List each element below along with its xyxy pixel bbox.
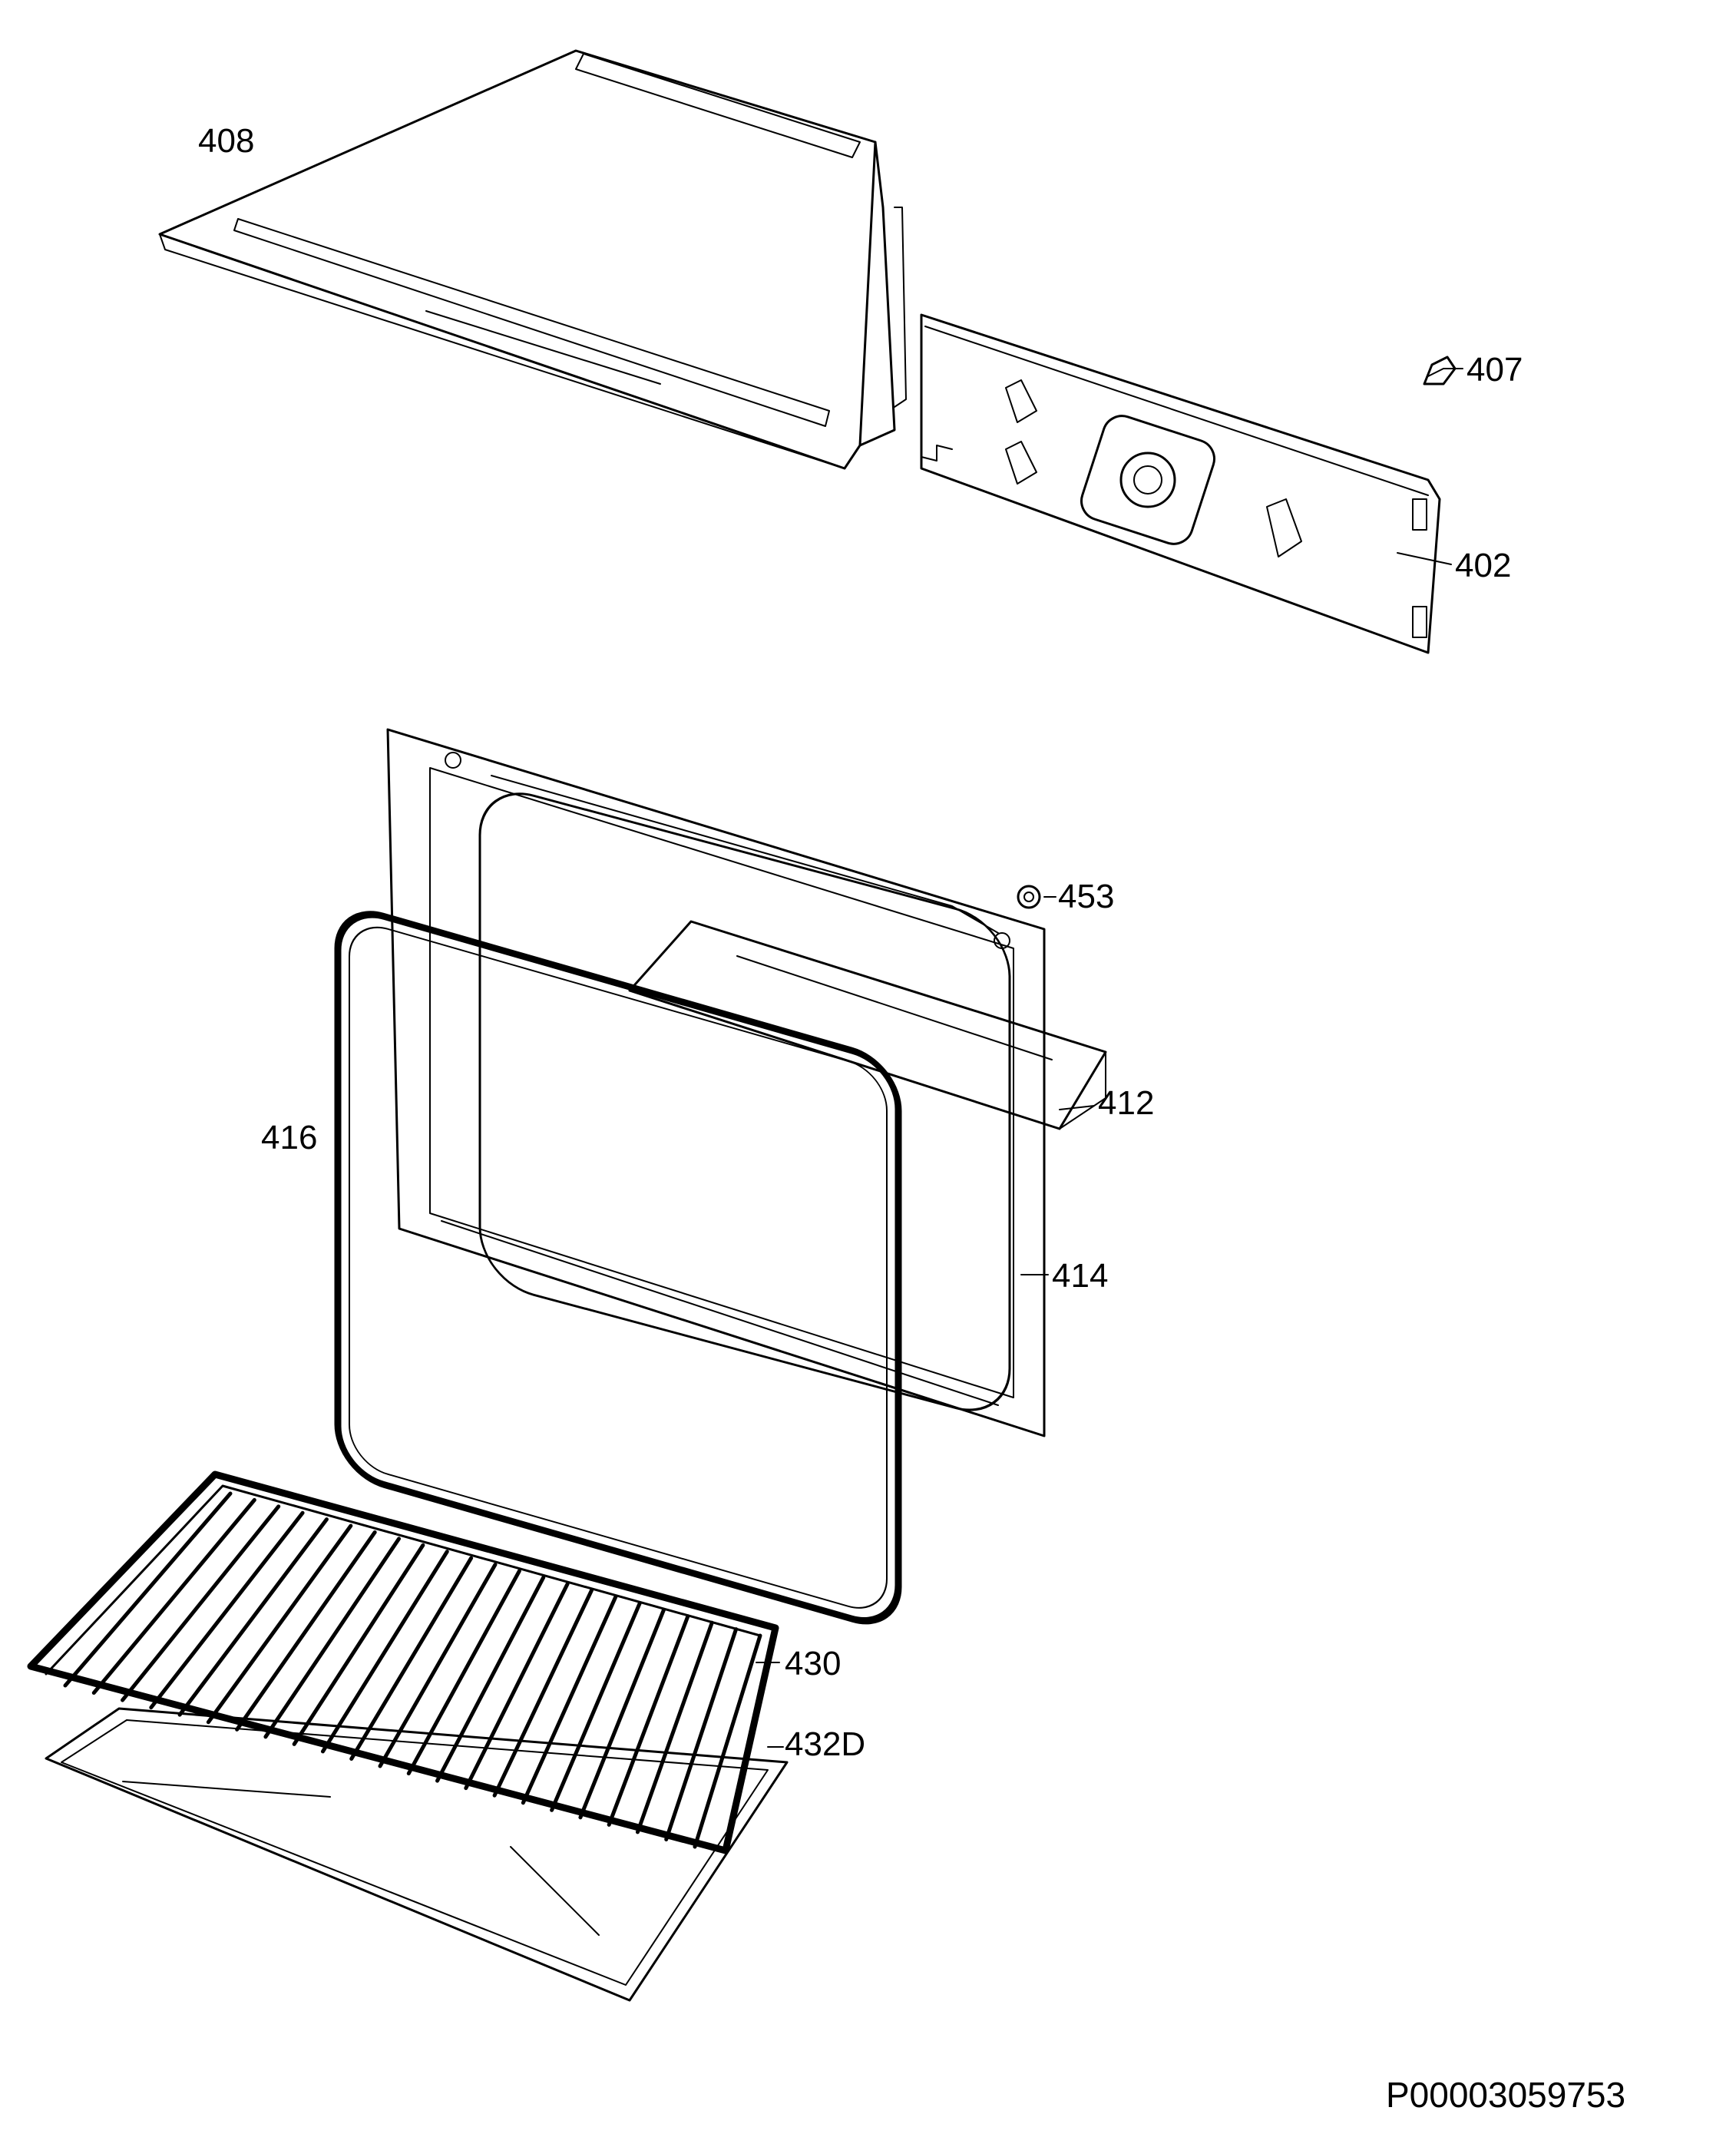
shelf-bar (578, 1607, 666, 1820)
label-412: 412 (1098, 1084, 1155, 1122)
shelf-bar (177, 1517, 329, 1717)
shelf-bar (635, 1620, 714, 1834)
shelf-bar (206, 1523, 353, 1725)
shelf-bar (121, 1504, 281, 1702)
shelf-bar (664, 1627, 739, 1841)
part-453-screw (1017, 885, 1041, 909)
label-432d: 432D (785, 1725, 866, 1763)
shelf-bar (550, 1601, 642, 1812)
shelf-bar (378, 1563, 498, 1768)
label-414: 414 (1052, 1257, 1109, 1295)
shelf-bar (492, 1588, 594, 1798)
part-408-top-panel (158, 49, 907, 470)
part-432d-baking-tray (45, 1707, 789, 2002)
shelf-bar (263, 1537, 402, 1739)
part-407-screw (1423, 356, 1457, 385)
shelf-bar (63, 1491, 233, 1688)
part-402-rear-panel (920, 313, 1441, 654)
shelf-bar (521, 1595, 618, 1805)
leader-lines (756, 368, 1463, 1748)
shelf-bar (464, 1582, 570, 1791)
shelf-bar (693, 1633, 762, 1849)
shelf-bar (320, 1550, 449, 1754)
part-416-door-gasket (334, 911, 902, 1625)
part-412-cavity-bottom (628, 920, 1107, 1130)
shelf-bar (406, 1569, 521, 1776)
shelf-bar (435, 1575, 546, 1783)
label-430: 430 (785, 1645, 842, 1682)
shelf-bar (292, 1543, 425, 1746)
shelf-bar (349, 1556, 474, 1761)
label-416: 416 (261, 1119, 318, 1156)
label-453: 453 (1058, 878, 1115, 915)
shelf-bar (607, 1614, 690, 1827)
label-407: 407 (1467, 351, 1523, 389)
label-408: 408 (198, 122, 255, 160)
part-414-front-frame (386, 728, 1046, 1437)
part-430-wire-shelf (27, 1470, 779, 1854)
drawing-code: P00003059753 (1386, 2075, 1626, 2115)
shelf-bar (235, 1530, 377, 1732)
shelf-bar (91, 1497, 256, 1695)
shelf-bar (149, 1510, 305, 1710)
label-402: 402 (1455, 547, 1512, 584)
